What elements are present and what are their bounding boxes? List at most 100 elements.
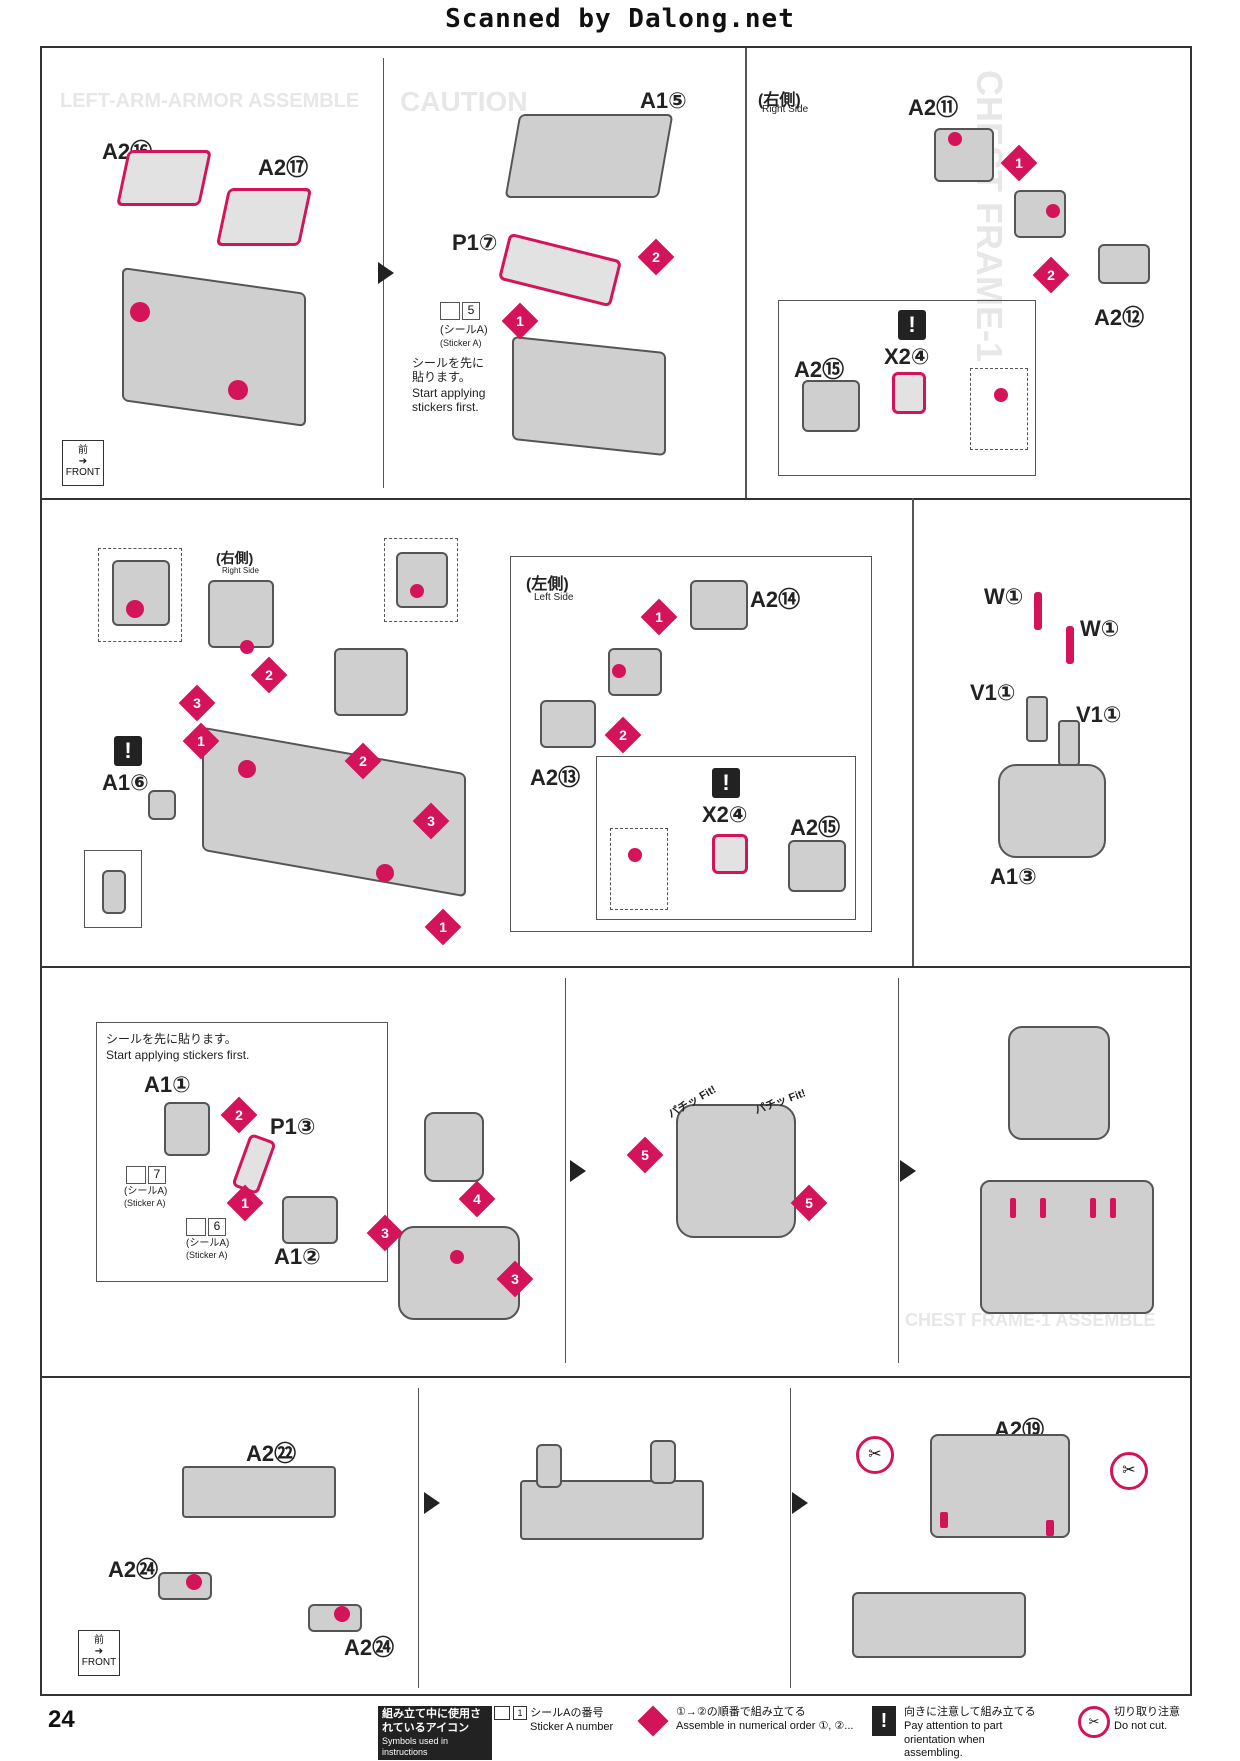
sticker-number-box: 1 (513, 1706, 528, 1720)
detail-inset (98, 548, 182, 642)
cut-warning-icon: ✂ (856, 1436, 894, 1474)
part-base-frame (512, 335, 666, 457)
attention-icon: ! (114, 736, 142, 766)
part-a2-15 (788, 840, 846, 892)
sticker-number-box: 5 (462, 302, 480, 320)
step-1-marker: 1 (424, 908, 462, 946)
legend-cut-jp: 切り取り注意 (1114, 1706, 1180, 1718)
part-label: A1② (274, 1244, 321, 1269)
peg-marker (238, 760, 256, 778)
part-base-frame (398, 1226, 520, 1320)
part-assembled-core (676, 1104, 796, 1238)
part-label: A2⑫ (1094, 305, 1145, 330)
part-label: V1① (1076, 702, 1122, 727)
part-upper-core (1008, 1026, 1110, 1140)
part-a2-11 (934, 128, 994, 182)
step-1-marker: 1 (226, 1184, 264, 1222)
part-a2-14 (690, 580, 748, 630)
legend-sticker: 1 シールAの番号 Sticker A number (494, 1706, 613, 1734)
front-badge-jp: 前 (78, 445, 88, 456)
row-divider-1 (40, 498, 1192, 500)
step-2-marker: 2 (344, 742, 382, 780)
part-tab-raised (650, 1440, 676, 1484)
part-a2-12 (1098, 244, 1150, 284)
col-divider (912, 498, 914, 966)
peg-marker (186, 1574, 202, 1590)
slot-marker (1110, 1198, 1116, 1218)
sticker-first-jp: シールを先に貼ります。 (106, 1032, 237, 1046)
detail-box (96, 1022, 388, 1282)
part-label: A2⑭ (750, 587, 801, 612)
legend-heading: 組み立て中に使用されているアイコン Symbols used in instru… (378, 1706, 492, 1760)
step-1-marker: 1 (1000, 144, 1038, 182)
front-badge: 前 ➔ FRONT (62, 440, 104, 486)
part-label: A1⑤ (640, 88, 687, 113)
part-label: V1① (970, 680, 1016, 705)
part-block (208, 580, 274, 648)
step-2-marker: 2 (220, 1096, 258, 1134)
peg-marker (126, 600, 144, 618)
legend-cut: ✂ 切り取り注意 Do not cut. (1078, 1706, 1180, 1738)
part-base-frame (122, 267, 306, 427)
step-2-marker: 2 (1032, 256, 1070, 294)
part-assembled-base (852, 1592, 1026, 1658)
slot-marker (1090, 1198, 1096, 1218)
front-badge-en: FRONT (81, 1657, 117, 1668)
sticker-number-box: 7 (148, 1166, 166, 1184)
arrow-icon: ➔ (94, 1646, 104, 1657)
part-label: P1⑦ (452, 230, 498, 255)
slot-marker (1040, 1198, 1046, 1218)
slot-marker (940, 1512, 948, 1528)
part-label: A2⑬ (530, 765, 581, 790)
part-a2-17 (215, 188, 313, 246)
legend-attention-en: Pay attention to part orientation when a… (904, 1719, 1003, 1760)
cut-warning-icon: ✂ (1078, 1706, 1110, 1738)
step-2-marker: 2 (250, 656, 288, 694)
slot-marker (1046, 1520, 1054, 1536)
step-1-marker: 1 (182, 722, 220, 760)
legend-order-en: Assemble in numerical order ①, ②... (676, 1719, 854, 1732)
legend-order-jp: ①→②の順番で組み立てる (676, 1706, 806, 1718)
peg-marker (240, 640, 254, 654)
part-block (334, 648, 408, 716)
sticker-caption-en: (Sticker A) (440, 338, 482, 348)
part-label: X2④ (884, 344, 930, 369)
part-x2-4 (712, 834, 748, 874)
step-3-marker: 3 (412, 802, 450, 840)
peg-marker (612, 664, 626, 678)
part-a1-3 (998, 764, 1106, 858)
part-label: A2⑪ (908, 95, 959, 120)
part-v1-1 (1058, 720, 1080, 766)
part-tab-raised (536, 1444, 562, 1488)
part-torso-core (424, 1112, 484, 1182)
peg-marker (410, 584, 424, 598)
step-5-marker: 5 (790, 1184, 828, 1222)
part-label: A1① (144, 1072, 191, 1097)
sticker-caption-en: (Sticker A) (124, 1198, 166, 1208)
scan-credit: Scanned by Dalong.net (445, 4, 795, 34)
step-3-marker: 3 (366, 1214, 404, 1252)
part-label: P1③ (270, 1114, 316, 1139)
step-3-marker: 3 (178, 684, 216, 722)
legend-sticker-en: Sticker A number (530, 1720, 614, 1733)
legend-attention-jp: 向きに注意して組み立てる (904, 1706, 1036, 1718)
front-badge-jp: 前 (94, 1635, 104, 1646)
legend-sticker-jp: シールAの番号 (530, 1706, 604, 1719)
side-label-jp: (右側) (758, 92, 801, 109)
part-a2-24 (158, 1572, 212, 1600)
col-divider (745, 48, 747, 498)
cut-warning-icon: ✂ (1110, 1452, 1148, 1490)
sticker-caption-jp: (シールA) (124, 1186, 168, 1197)
next-arrow-icon (570, 1160, 586, 1182)
part-label: A1⑥ (102, 770, 149, 795)
row-divider-2 (40, 966, 1192, 968)
part-block (112, 560, 170, 626)
part-label: A2⑮ (790, 815, 841, 840)
part-chest-frame (980, 1180, 1154, 1314)
side-label-jp: (右側) (216, 550, 254, 566)
part-a1-5 (504, 114, 674, 198)
next-arrow-icon (378, 262, 394, 284)
col-divider (565, 978, 566, 1363)
sticker-caption-en: (Sticker A) (186, 1250, 228, 1260)
side-label-en: Left Side (534, 592, 574, 603)
